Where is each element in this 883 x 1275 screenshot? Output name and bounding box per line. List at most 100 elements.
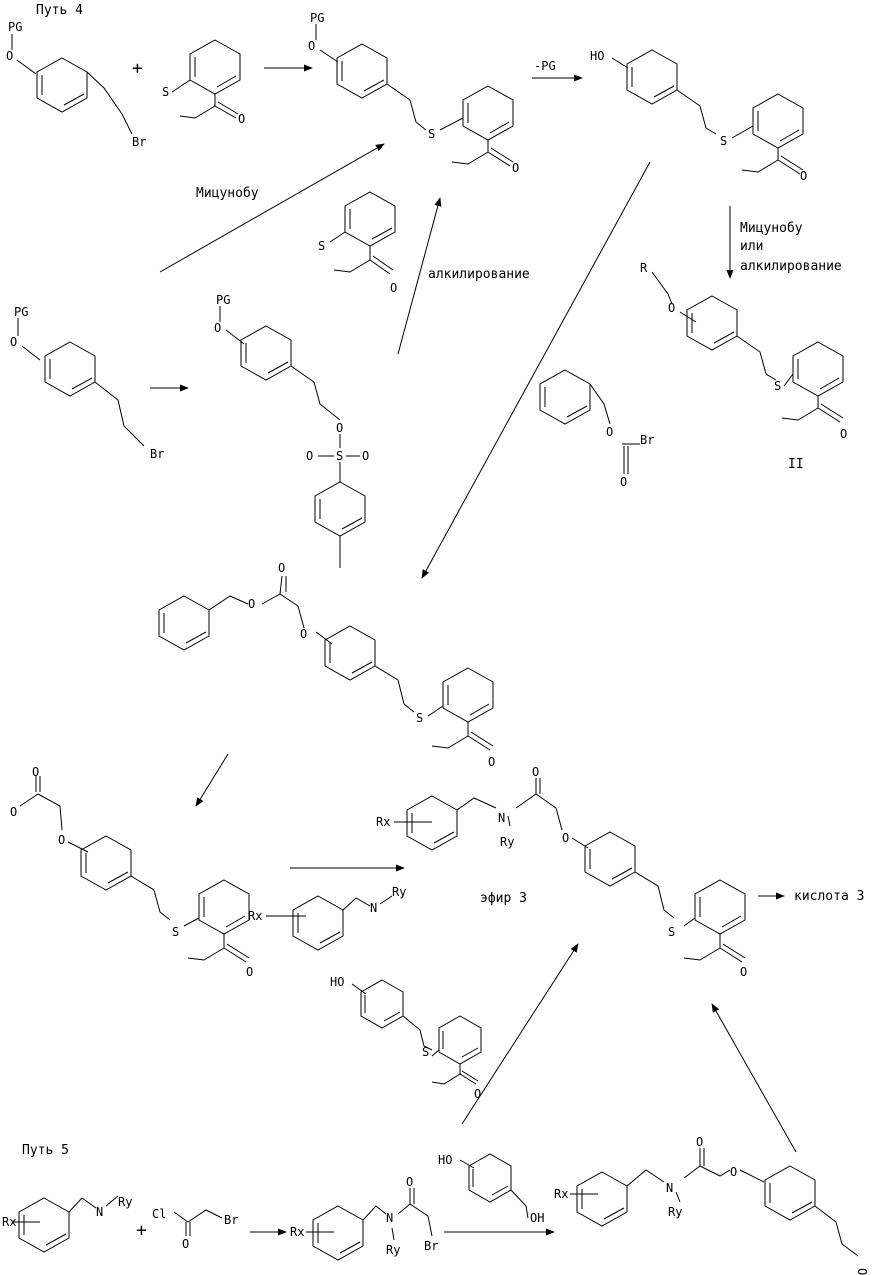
atom-s: S — [172, 925, 179, 939]
atom-ry: Ry — [392, 885, 406, 899]
atom-rx: Rx — [376, 815, 390, 829]
atom-o: O — [10, 805, 17, 819]
compound-amine-reagent: Rx N Ry — [248, 885, 406, 950]
alkylation-mid-label: алкилирование — [428, 267, 530, 282]
atom-o: O — [488, 755, 495, 769]
atom-o: O — [512, 161, 519, 175]
atom-ho: HO — [590, 49, 604, 63]
atom-o: O — [562, 831, 569, 845]
atom-o: O — [390, 281, 397, 295]
atom-s: S — [422, 1045, 429, 1059]
arrow-debenzylation — [196, 754, 228, 806]
plus-sign: + — [132, 58, 143, 79]
ester-3-label: эфир 3 — [480, 891, 527, 906]
atom-o: O — [840, 427, 847, 441]
atom-s: S — [416, 711, 423, 725]
atom-n: N — [666, 1181, 673, 1195]
atom-n: N — [498, 811, 505, 825]
atom-o: O — [740, 965, 747, 979]
deprotect-label: -PG — [534, 59, 556, 73]
atom-o: O — [606, 425, 613, 439]
atom-ry: Ry — [118, 1195, 132, 1209]
atom-o: O — [300, 627, 307, 641]
atom-ho: HO — [438, 1153, 452, 1167]
compound-tosylate: PG O O O S O — [214, 293, 369, 568]
compound-methyl-thiosalicylate-mid: S O — [318, 192, 397, 295]
atom-o: O — [278, 561, 285, 575]
compound-tyrosol-reagent: HO OH — [438, 1153, 544, 1225]
atom-ry: Ry — [386, 1243, 400, 1257]
atom-br: Br — [224, 1213, 238, 1227]
atom-o: O — [214, 321, 221, 335]
atom-cl: Cl — [152, 1207, 166, 1221]
acid-3-label: кислота 3 — [794, 889, 864, 904]
compound-pg-phenethyl-bromide-mid: PG O Br — [10, 305, 164, 461]
atom-o: O — [730, 1165, 737, 1179]
atom-s: S — [318, 239, 325, 253]
compound-methyl-thiosalicylate-top: S O — [162, 40, 245, 126]
atom-rx: Rx — [290, 1225, 304, 1239]
atom-o: O — [336, 421, 343, 435]
route-4-label: Путь 4 — [36, 3, 83, 18]
atom-rx: Rx — [248, 909, 262, 923]
atom-o: O — [58, 833, 65, 847]
atom-o: O — [182, 1237, 189, 1251]
atom-o: O — [532, 765, 539, 779]
atom-o: O — [362, 449, 369, 463]
atom-o: O — [32, 765, 39, 779]
atom-o: O — [6, 49, 13, 63]
compound-bromoacetamide: Rx N O Ry Br — [290, 1175, 438, 1260]
atom-br: Br — [150, 447, 164, 461]
atom-o: O — [308, 39, 315, 53]
mitsunobu-label: Мицунобу — [196, 186, 259, 201]
atom-ry: Ry — [668, 1205, 682, 1219]
atom-s: S — [668, 925, 675, 939]
atom-o: O — [238, 112, 245, 126]
atom-s: S — [336, 449, 343, 463]
atom-br: Br — [424, 1239, 438, 1253]
arrow-to-benzyl-ester — [422, 162, 650, 578]
mitsunobu-or-label: Мицунобу — [740, 221, 803, 236]
arrow-phenol-to-ester — [712, 1004, 796, 1152]
atom-n: N — [386, 1211, 393, 1225]
compound-phenol-thioether-ester: HO S O — [590, 49, 807, 183]
atom-s: S — [428, 127, 435, 141]
atom-pg: PG — [216, 293, 230, 307]
atom-ry: Ry — [500, 835, 514, 849]
compound-benzyl-bromoformate: O Br O — [540, 370, 654, 489]
atom-o: O — [246, 965, 253, 979]
atom-n: N — [370, 901, 377, 915]
atom-n: N — [96, 1205, 103, 1219]
compound-bromoacetyl-chloride: Cl O Br — [152, 1207, 238, 1251]
arrow-mitsunobu — [160, 144, 384, 272]
atom-s: S — [774, 379, 781, 393]
atom-ho: HO — [330, 975, 344, 989]
compound-ii-label: II — [788, 457, 804, 472]
compound-ester-3: Rx N O Ry O S O — [376, 765, 747, 979]
atom-o: O — [620, 475, 627, 489]
compound-route5-product: Rx N O Ry O OH — [554, 1135, 869, 1275]
atom-br: Br — [132, 135, 146, 149]
atom-br: Br — [640, 433, 654, 447]
atom-rx: Rx — [2, 1215, 16, 1229]
compound-ii: R O S O II — [640, 261, 847, 472]
atom-oh: OH — [530, 1211, 544, 1225]
atom-s: S — [720, 134, 727, 148]
compound-pg-thioether-ester: PG O S O — [308, 11, 519, 175]
or-label: или — [740, 239, 763, 254]
atom-pg: PG — [310, 11, 324, 25]
atom-o: O — [696, 1135, 703, 1149]
atom-s: S — [162, 85, 169, 99]
compound-acid: O O O S O — [10, 765, 253, 979]
atom-o: O — [800, 169, 807, 183]
atom-o: O — [406, 1175, 413, 1189]
atom-rx: Rx — [554, 1187, 568, 1201]
compound-route5-amine: Rx N Ry — [2, 1195, 132, 1252]
atom-pg: PG — [8, 20, 22, 34]
atom-pg: PG — [14, 305, 28, 319]
atom-o: O — [248, 597, 255, 611]
route-5-label: Путь 5 — [22, 1143, 69, 1158]
compound-pg-phenethyl-bromide-top: PG O Br — [6, 20, 146, 149]
atom-o: O — [10, 335, 17, 349]
